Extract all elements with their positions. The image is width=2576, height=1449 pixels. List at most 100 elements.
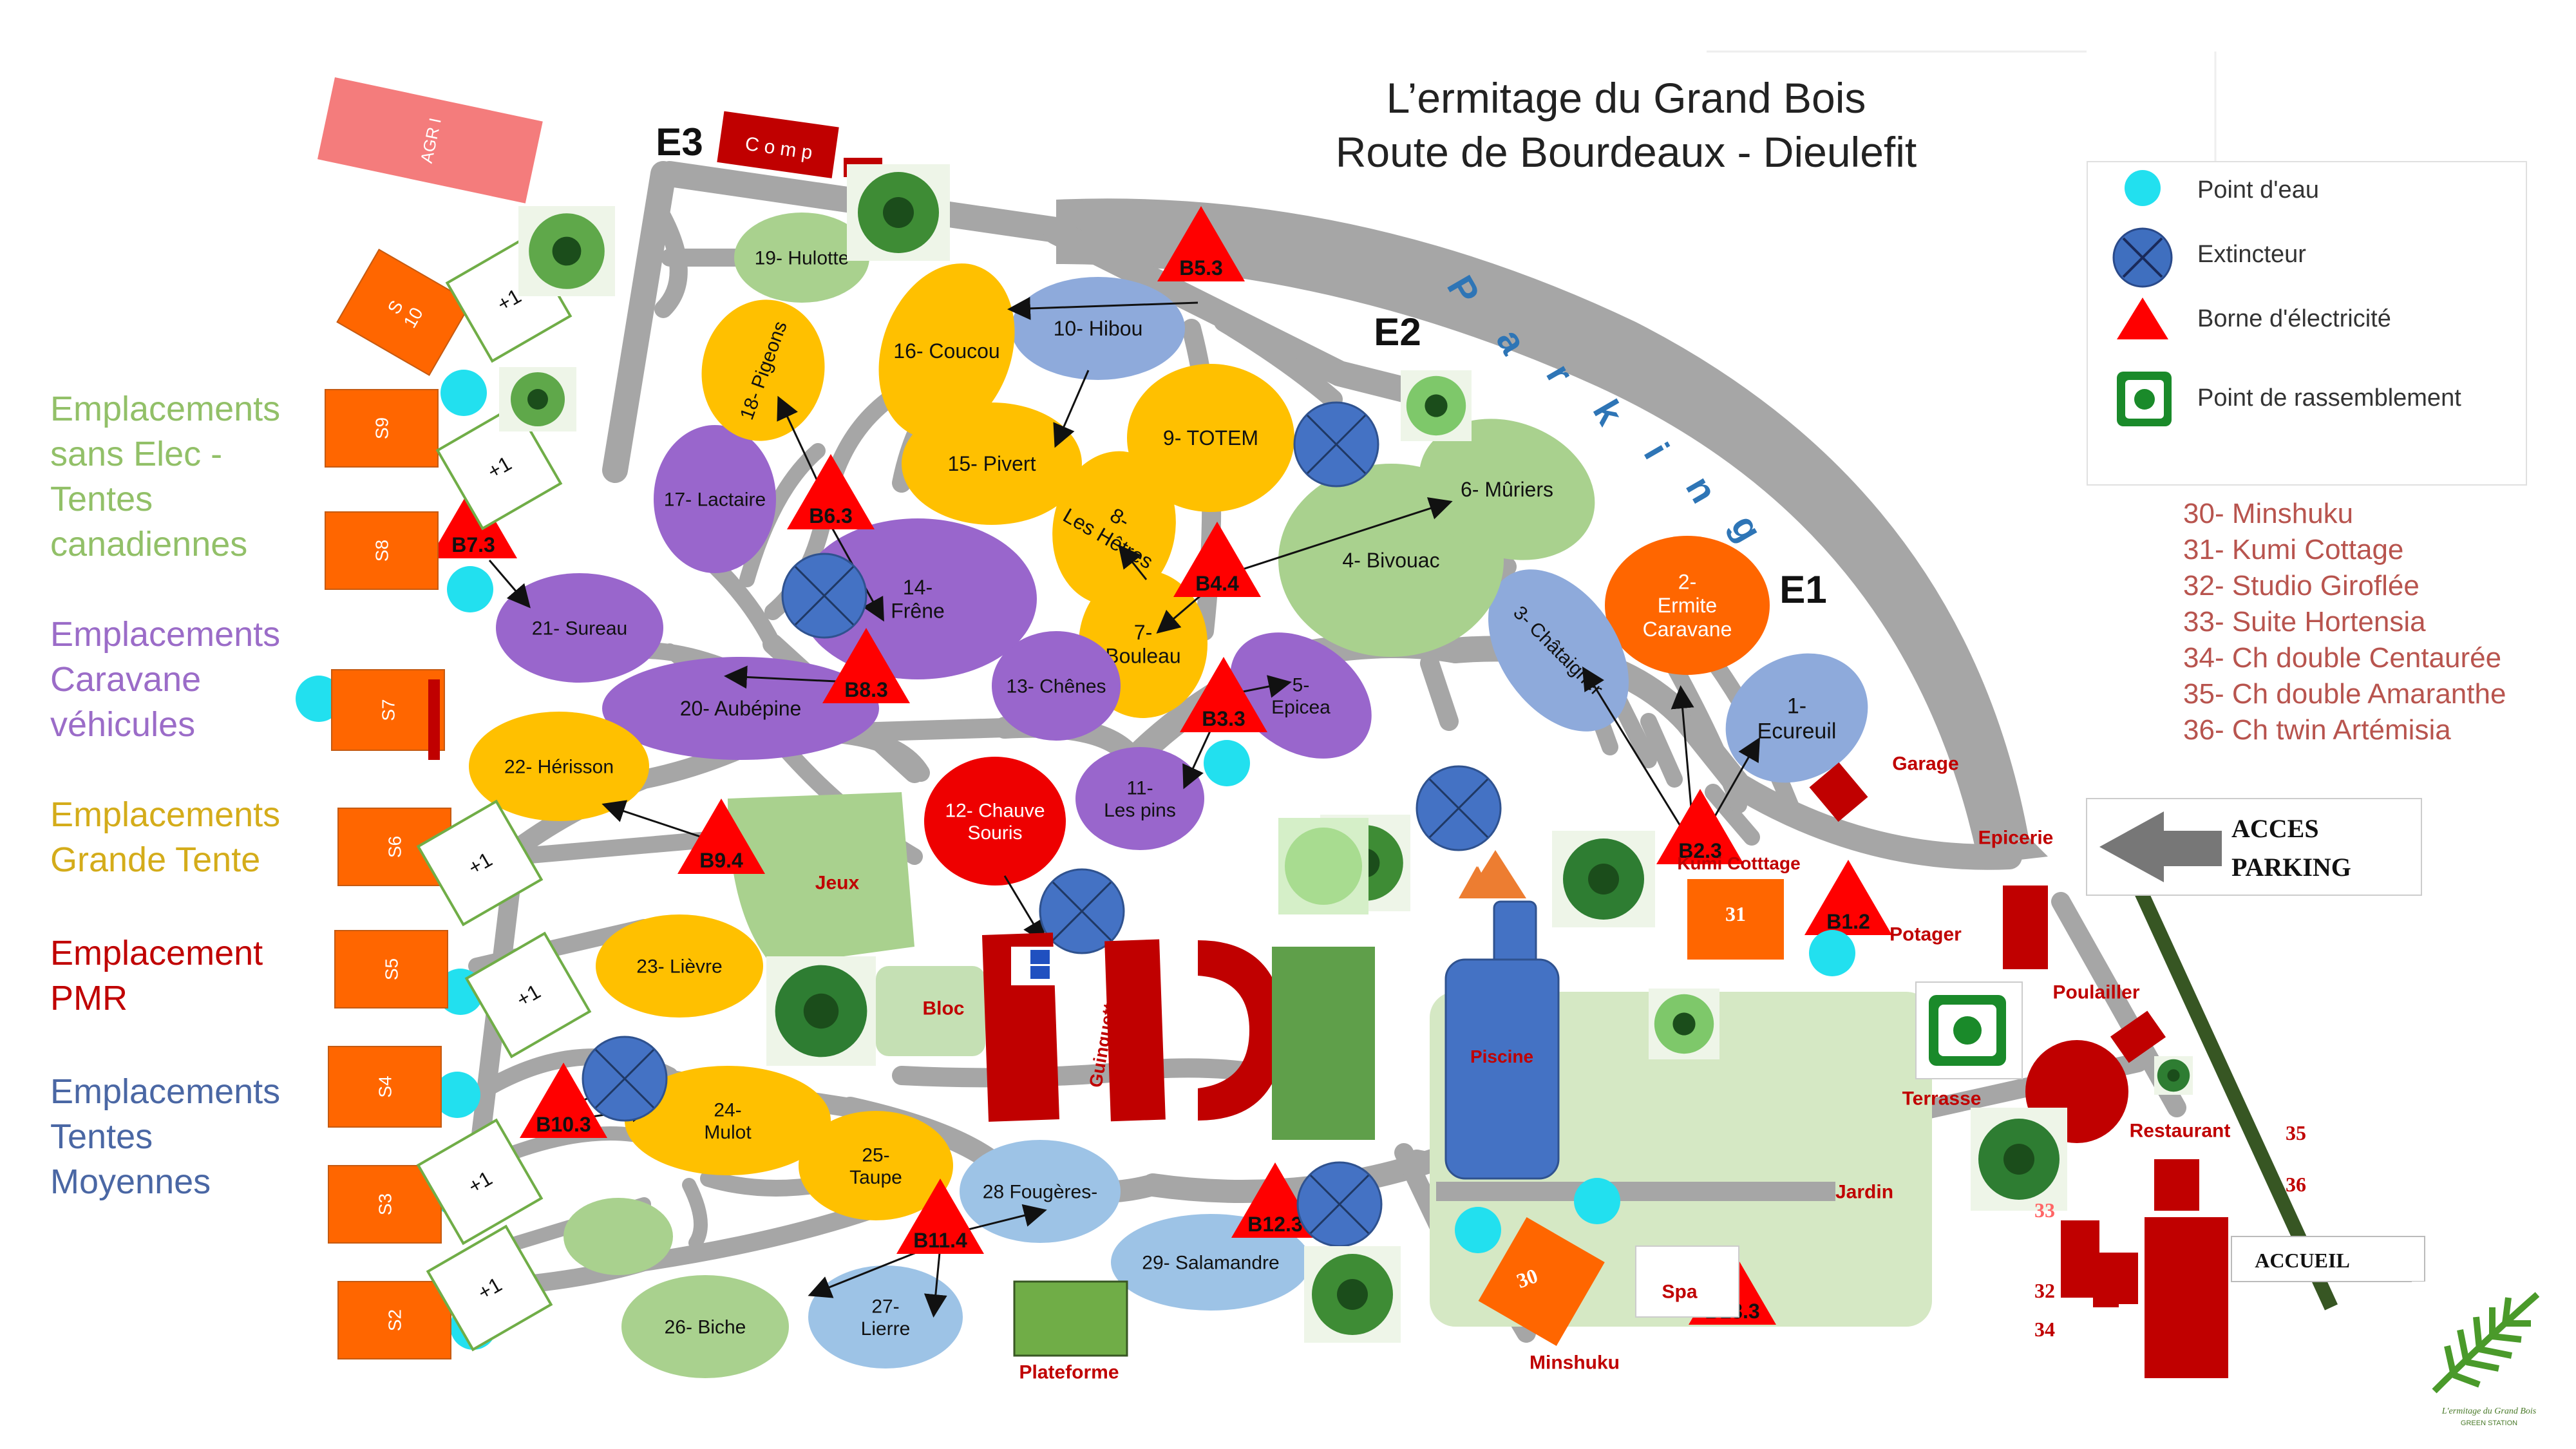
extra-spot-box[interactable] bbox=[416, 799, 544, 927]
electricity-terminal-icon[interactable] bbox=[430, 483, 517, 558]
pitch-label: 7-Bouleau bbox=[1105, 621, 1180, 668]
pitch-11[interactable] bbox=[1075, 747, 1204, 850]
extinguisher-cross bbox=[594, 1048, 655, 1109]
pitch-26[interactable] bbox=[621, 1275, 789, 1378]
electricity-terminal-icon[interactable] bbox=[1157, 206, 1245, 281]
room-number: 32 bbox=[2034, 1279, 2055, 1302]
pitch-13[interactable] bbox=[992, 631, 1121, 741]
arrow bbox=[1210, 497, 1453, 581]
electricity-terminal-icon[interactable] bbox=[822, 628, 910, 703]
arrow bbox=[1156, 591, 1205, 634]
site-S5[interactable] bbox=[334, 930, 448, 1009]
pitch-16[interactable] bbox=[855, 244, 1038, 458]
tree-core bbox=[2003, 1144, 2034, 1175]
minshuku-label: Minshuku bbox=[1530, 1352, 1620, 1374]
electricity-terminal-icon[interactable] bbox=[1231, 1162, 1319, 1238]
electricity-terminal-icon[interactable] bbox=[1173, 522, 1261, 597]
electricity-terminal-icon[interactable] bbox=[520, 1063, 607, 1138]
water-point-icon bbox=[1455, 1207, 1501, 1253]
site-S10[interactable] bbox=[336, 249, 472, 376]
electricity-terminal-icon[interactable] bbox=[896, 1179, 984, 1254]
terminal-label: B10.3 bbox=[536, 1113, 591, 1136]
pitch-27[interactable] bbox=[808, 1265, 963, 1368]
site-label: S4 bbox=[375, 1075, 395, 1097]
pitch-label: 20- Aubépine bbox=[680, 697, 802, 720]
pitch-29[interactable] bbox=[1111, 1214, 1311, 1311]
electricity-terminal-icon[interactable] bbox=[1180, 657, 1267, 732]
site-S8[interactable] bbox=[325, 511, 439, 590]
arrow bbox=[1003, 875, 1046, 944]
pitch-5[interactable] bbox=[1206, 607, 1396, 785]
extra-spot-box[interactable] bbox=[435, 403, 563, 531]
category-legend-line: PMR bbox=[50, 979, 128, 1018]
room-list-item: 33- Suite Hortensia bbox=[2183, 606, 2426, 638]
pitch-9[interactable] bbox=[1127, 364, 1294, 512]
extra-spot-box[interactable] bbox=[416, 1118, 544, 1245]
site-S4[interactable] bbox=[328, 1046, 442, 1128]
pitch-21[interactable] bbox=[496, 573, 663, 683]
pitch-23[interactable] bbox=[596, 914, 763, 1018]
parking-letter: g bbox=[1723, 508, 1770, 549]
water-point-icon bbox=[1809, 930, 1855, 976]
pitch-8[interactable] bbox=[1041, 441, 1188, 614]
tree-core bbox=[803, 993, 839, 1029]
pitch-28[interactable] bbox=[960, 1140, 1121, 1243]
tree-core bbox=[1337, 1279, 1368, 1310]
water-point-icon bbox=[1204, 740, 1250, 786]
pitch-22[interactable] bbox=[469, 712, 649, 821]
site-label: S6 bbox=[384, 836, 404, 858]
category-legend-line: canadiennes bbox=[50, 525, 248, 564]
map-title-line1: L’ermitage du Grand Bois bbox=[1386, 74, 1866, 122]
extra-spot-box[interactable] bbox=[464, 931, 592, 1059]
electricity-terminal-icon[interactable] bbox=[1656, 789, 1744, 864]
site-S9[interactable] bbox=[325, 389, 439, 468]
electricity-terminal-icon[interactable] bbox=[787, 454, 875, 529]
pitch-label: 19- Hulotte bbox=[755, 248, 849, 269]
site-label: S9 bbox=[372, 417, 392, 439]
room-list-item: 35- Ch double Amaranthe bbox=[2183, 678, 2506, 710]
pitch-label: 24-Mulot bbox=[704, 1099, 752, 1143]
site-label: S3 bbox=[375, 1193, 395, 1215]
pitch-10[interactable] bbox=[1011, 277, 1185, 380]
epicerie-label: Epicerie bbox=[1978, 828, 2054, 849]
pitch-24[interactable] bbox=[625, 1066, 831, 1175]
pitch-20[interactable] bbox=[602, 657, 879, 760]
electricity-terminal-icon[interactable] bbox=[677, 799, 765, 874]
pitch-17[interactable] bbox=[654, 425, 776, 573]
water-point-icon bbox=[447, 566, 493, 612]
pitch-25[interactable] bbox=[799, 1111, 953, 1220]
pitch-6[interactable] bbox=[1399, 395, 1615, 583]
pitch-1[interactable] bbox=[1702, 628, 1891, 808]
site-S7[interactable] bbox=[331, 669, 445, 751]
extra-spot-box[interactable] bbox=[426, 1224, 553, 1352]
parking-access-sign: ACCES PARKING bbox=[2086, 798, 2422, 896]
category-legend-line: Emplacements bbox=[50, 1072, 281, 1111]
assembly-point-marker bbox=[1915, 981, 2023, 1079]
fern-icon bbox=[2432, 1292, 2540, 1394]
electricity-terminal-icon[interactable] bbox=[1804, 860, 1892, 935]
site-S2[interactable] bbox=[337, 1281, 451, 1359]
pitch-2[interactable] bbox=[1605, 536, 1770, 675]
pitch-19[interactable] bbox=[734, 213, 869, 303]
room-list-item: 32- Studio Giroflée bbox=[2183, 570, 2420, 601]
pitch-label: 1-Ecureuil bbox=[1757, 694, 1837, 743]
room-number: 36 bbox=[2286, 1173, 2306, 1196]
legend-extinguisher-label: Extincteur bbox=[2197, 241, 2306, 268]
pitch-label: 22- Hérisson bbox=[504, 757, 614, 778]
bloc-label: Bloc bbox=[922, 998, 964, 1019]
room-list-item: 30- Minshuku bbox=[2183, 498, 2354, 529]
pitch-label: 6- Mûriers bbox=[1461, 478, 1553, 501]
pitch-14[interactable] bbox=[799, 518, 1037, 679]
site-S3[interactable] bbox=[328, 1165, 442, 1244]
terminal-label: B4.4 bbox=[1195, 572, 1239, 595]
pitch-label: 17- Lactaire bbox=[664, 489, 766, 511]
logo: L'ermitage du Grand Bois GREEN STATION bbox=[2412, 1282, 2566, 1436]
extinguisher-cross bbox=[1306, 414, 1367, 475]
terminal-label: B1.2 bbox=[1826, 910, 1870, 933]
pitch-12[interactable] bbox=[924, 757, 1066, 886]
arrow bbox=[1118, 544, 1148, 580]
